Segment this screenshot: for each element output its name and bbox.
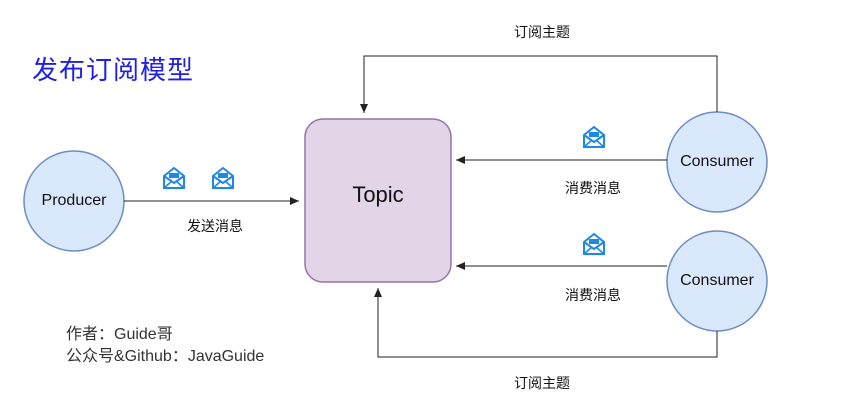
subscribe-bottom-label: 订阅主题 <box>514 375 570 391</box>
author-info: 作者：Guide哥 公众号&Github：JavaGuide <box>66 324 264 368</box>
subscribe-top-label: 订阅主题 <box>514 24 570 40</box>
envelope-icon <box>583 232 605 255</box>
account-line: 公众号&Github：JavaGuide <box>66 348 265 365</box>
producer-label: Producer <box>41 192 107 209</box>
consumer-bottom-label: Consumer <box>680 272 754 289</box>
envelope-icon <box>212 166 234 189</box>
diagram-title: 发布订阅模型 <box>32 55 195 85</box>
consumer-top-label: Consumer <box>680 153 754 170</box>
envelope-icon <box>163 166 185 189</box>
author-line: 作者：Guide哥 <box>66 326 173 343</box>
subscribe-bottom-arrow <box>374 288 718 358</box>
consume-top-label: 消费消息 <box>565 180 621 196</box>
envelope-icon <box>583 125 605 148</box>
consume-bottom-label: 消费消息 <box>565 287 621 303</box>
topic-label: Topic <box>352 182 404 207</box>
subscribe-top-arrow <box>360 55 718 113</box>
send-label: 发送消息 <box>187 218 243 234</box>
topic-node <box>304 118 452 283</box>
